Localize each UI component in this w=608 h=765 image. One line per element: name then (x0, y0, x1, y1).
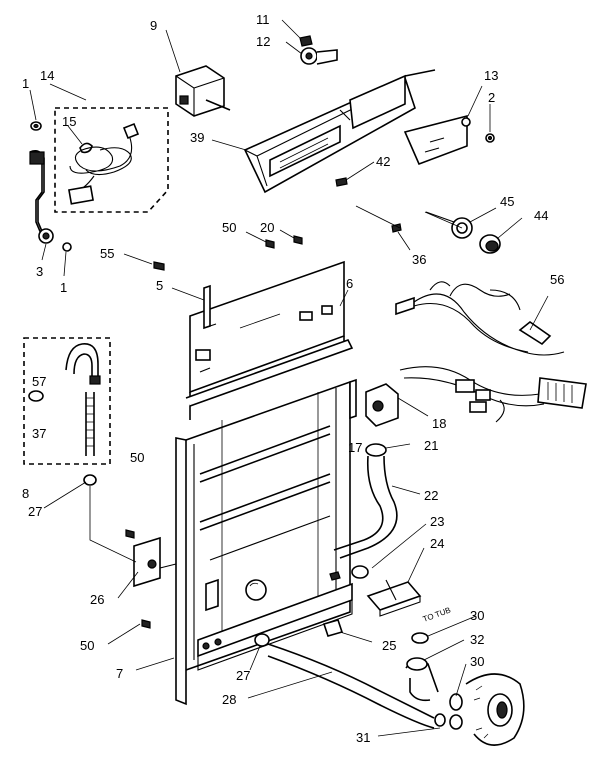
label-37: 37 (32, 426, 46, 441)
part-45-switch (425, 211, 473, 239)
part-21-clamp (365, 443, 387, 457)
label-20: 20 (260, 220, 274, 235)
part-50-screw-low (141, 619, 151, 629)
label-8: 8 (22, 486, 29, 501)
part-32-elbow-hose (405, 657, 439, 702)
label-30a: 30 (470, 608, 484, 623)
label-30b: 30 (470, 654, 484, 669)
part-22-hose (333, 455, 398, 559)
part-1-washer-bottom (62, 242, 72, 252)
part-17-screw (349, 378, 357, 420)
label-44: 44 (534, 208, 548, 223)
part-44-knob (479, 234, 501, 254)
part-5-bracket (203, 284, 217, 330)
label-3: 3 (36, 264, 43, 279)
label-26: 26 (90, 592, 104, 607)
label-32: 32 (470, 632, 484, 647)
label-50c: 50 (80, 638, 94, 653)
label-5: 5 (156, 278, 163, 293)
part-57-fill-hose (65, 343, 101, 456)
part-24-pump-bracket (366, 579, 422, 617)
label-14: 14 (40, 68, 54, 83)
part-8-kit-outline (23, 337, 111, 465)
part-39-console (243, 69, 436, 194)
part-1-washer-top (30, 121, 42, 131)
part-25-pump (322, 571, 344, 637)
label-15: 15 (62, 114, 76, 129)
part-11-screw (299, 35, 313, 47)
label-6: 6 (346, 276, 353, 291)
part-31-clamp (434, 713, 463, 730)
label-13: 13 (484, 68, 498, 83)
part-14-kit-outline (54, 107, 169, 213)
label-27b: 27 (236, 668, 250, 683)
part-56-wire-harness (395, 281, 587, 423)
part-26-bracket (133, 536, 177, 588)
part-23-clamp (351, 565, 369, 579)
part-27-clamp-top (83, 474, 137, 563)
part-50-screw-top (265, 239, 275, 249)
label-22: 22 (424, 488, 438, 503)
label-39: 39 (190, 130, 204, 145)
to-tub-annotation: TO TUB (422, 605, 452, 623)
label-23: 23 (430, 514, 444, 529)
part-7-cabinet-frame (175, 380, 353, 706)
part-2-screw (485, 133, 495, 143)
label-50b: 50 (130, 450, 144, 465)
label-24: 24 (430, 536, 444, 551)
label-17: 17 (348, 440, 362, 455)
label-9: 9 (150, 18, 157, 33)
part-18-water-valve (365, 383, 429, 427)
label-12: 12 (256, 34, 270, 49)
part-50-screw-mid (125, 529, 135, 539)
label-11: 11 (256, 12, 270, 27)
part-42-screw (335, 177, 348, 187)
label-2: 2 (488, 90, 495, 105)
label-18: 18 (432, 416, 446, 431)
part-27-clamp-low (254, 633, 270, 647)
part-13-bracket (403, 114, 471, 166)
pump-housing (465, 673, 525, 746)
part-36-screw (391, 223, 402, 233)
label-27a: 27 (28, 504, 42, 519)
label-56: 56 (550, 272, 564, 287)
label-36: 36 (412, 252, 426, 267)
part-14-wire-harness (68, 122, 140, 205)
label-55: 55 (100, 246, 114, 261)
part-30-clamp-low (449, 693, 463, 711)
part-12-knob-shaft (300, 47, 338, 65)
part-9-timer (175, 65, 231, 117)
part-6-rear-panel (185, 260, 354, 420)
part-3-inlet-hose (29, 150, 54, 244)
label-25: 25 (382, 638, 396, 653)
part-30-clamp-top (411, 632, 429, 644)
label-31: 31 (356, 730, 370, 745)
label-21: 21 (424, 438, 438, 453)
part-20-screw (293, 235, 303, 245)
label-50a: 50 (222, 220, 236, 235)
label-45: 45 (500, 194, 514, 209)
part-28-drain-hose (267, 643, 435, 729)
label-57: 57 (32, 374, 46, 389)
label-7: 7 (116, 666, 123, 681)
part-7-lower-ball (205, 578, 267, 612)
part-55-screw (153, 261, 165, 271)
label-28: 28 (222, 692, 236, 707)
leader-lines (29, 19, 523, 737)
label-1b: 1 (60, 280, 67, 295)
part-37-cap (28, 390, 44, 402)
label-1a: 1 (22, 76, 29, 91)
label-42: 42 (376, 154, 390, 169)
